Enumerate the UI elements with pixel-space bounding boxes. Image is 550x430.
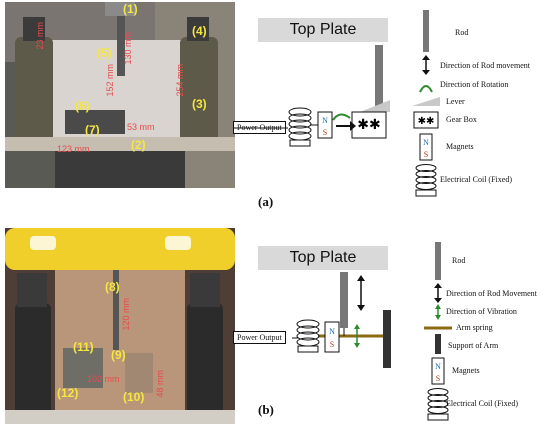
label-11: (11) bbox=[73, 340, 94, 354]
svg-text:S: S bbox=[330, 340, 334, 349]
legend-b-coil-icon bbox=[427, 388, 449, 421]
label-2: (2) bbox=[131, 138, 146, 152]
legend-a-coil-icon bbox=[415, 164, 437, 197]
legend-b-coil: Electrical Coil (Fixed) bbox=[446, 399, 518, 408]
svg-text:S: S bbox=[436, 374, 440, 383]
legend-a-gear-box-icon bbox=[413, 111, 439, 129]
svg-text:N: N bbox=[435, 362, 441, 371]
rod-a bbox=[375, 45, 383, 115]
legend-a-lever: Lever bbox=[446, 97, 465, 106]
gearbox-a bbox=[351, 111, 387, 139]
legend-b-arm-support: Support of Arm bbox=[448, 341, 499, 350]
schematic-a: ✱✱ N S ✱✱ N S bbox=[233, 10, 440, 197]
top-plate-b: Top Plate bbox=[258, 246, 388, 270]
legend-a-rotation: Direction of Rotation bbox=[440, 80, 509, 89]
legend-a-rod-movement: Direction of Rod movement bbox=[440, 61, 530, 70]
lever-a bbox=[360, 100, 390, 112]
legend-b-rod-movement: Direction of Rod Movement bbox=[446, 289, 537, 298]
label-5: (5) bbox=[97, 46, 112, 60]
legend-a-rotation-arrow-icon bbox=[419, 85, 433, 93]
legend-a-lever-icon bbox=[412, 97, 440, 106]
label-1: (1) bbox=[123, 2, 138, 16]
dim-123mm: 123 mm bbox=[57, 144, 90, 154]
label-9: (9) bbox=[111, 348, 126, 362]
power-output-b: Power Output bbox=[233, 331, 286, 344]
caption-b: (b) bbox=[258, 402, 274, 417]
label-10: (10) bbox=[123, 390, 145, 404]
dim-102mm: 102 mm bbox=[87, 374, 120, 384]
label-3: (3) bbox=[192, 97, 207, 111]
svg-text:N: N bbox=[423, 138, 429, 147]
legend-b-arm-support-icon bbox=[435, 334, 441, 354]
legend-b-arm-spring: Arm spring bbox=[456, 323, 493, 332]
svg-text:✱✱: ✱✱ bbox=[357, 117, 380, 133]
top-plate-a: Top Plate bbox=[258, 18, 388, 42]
label-8: (8) bbox=[105, 280, 120, 294]
photo-a-drawing bbox=[5, 2, 235, 188]
dim-53mm: 53 mm bbox=[127, 122, 155, 132]
legend-a-rod-icon bbox=[423, 10, 429, 52]
legend-b-vibration: Direction of Vibration bbox=[446, 307, 517, 316]
legend-b-magnets: Magnets bbox=[452, 366, 480, 375]
coil-b bbox=[296, 319, 320, 353]
rotation-a bbox=[332, 113, 351, 121]
legend-a-rod: Rod bbox=[455, 28, 469, 37]
legend-b-rod-icon bbox=[435, 242, 441, 280]
svg-text:✱✱: ✱✱ bbox=[418, 116, 435, 127]
photo-b-drawing bbox=[5, 228, 235, 424]
rod-b bbox=[340, 272, 348, 328]
svg-text:S: S bbox=[424, 150, 428, 159]
legend-b-magnet-icon bbox=[431, 357, 445, 385]
photo-a: (1) (2) (3) (4) (5) (6) (7) 23 mm 130 mm… bbox=[5, 2, 235, 188]
coil-a bbox=[288, 107, 312, 147]
caption-a: (a) bbox=[258, 194, 274, 209]
legend-a-magnet-icon bbox=[419, 133, 433, 161]
svg-text:N: N bbox=[322, 116, 328, 125]
label-7: (7) bbox=[85, 123, 100, 137]
svg-text:S: S bbox=[323, 128, 327, 137]
legend-a-gear-box: Gear Box bbox=[446, 115, 477, 124]
schematic-b: N S N S bbox=[292, 242, 452, 421]
photo-b: (8) (9) (10) (11) (12) 120 mm 102 mm 48 … bbox=[5, 228, 235, 424]
magnet-b bbox=[324, 321, 340, 353]
label-12: (12) bbox=[57, 386, 79, 400]
label-6: (6) bbox=[75, 99, 90, 113]
svg-text:N: N bbox=[329, 327, 335, 336]
legend-a-coil: Electrical Coil (Fixed) bbox=[440, 175, 512, 184]
arm-support-b bbox=[383, 310, 391, 368]
legend-b-rod: Rod bbox=[452, 256, 466, 265]
label-4: (4) bbox=[192, 24, 207, 38]
legend-a-magnets: Magnets bbox=[446, 142, 474, 151]
